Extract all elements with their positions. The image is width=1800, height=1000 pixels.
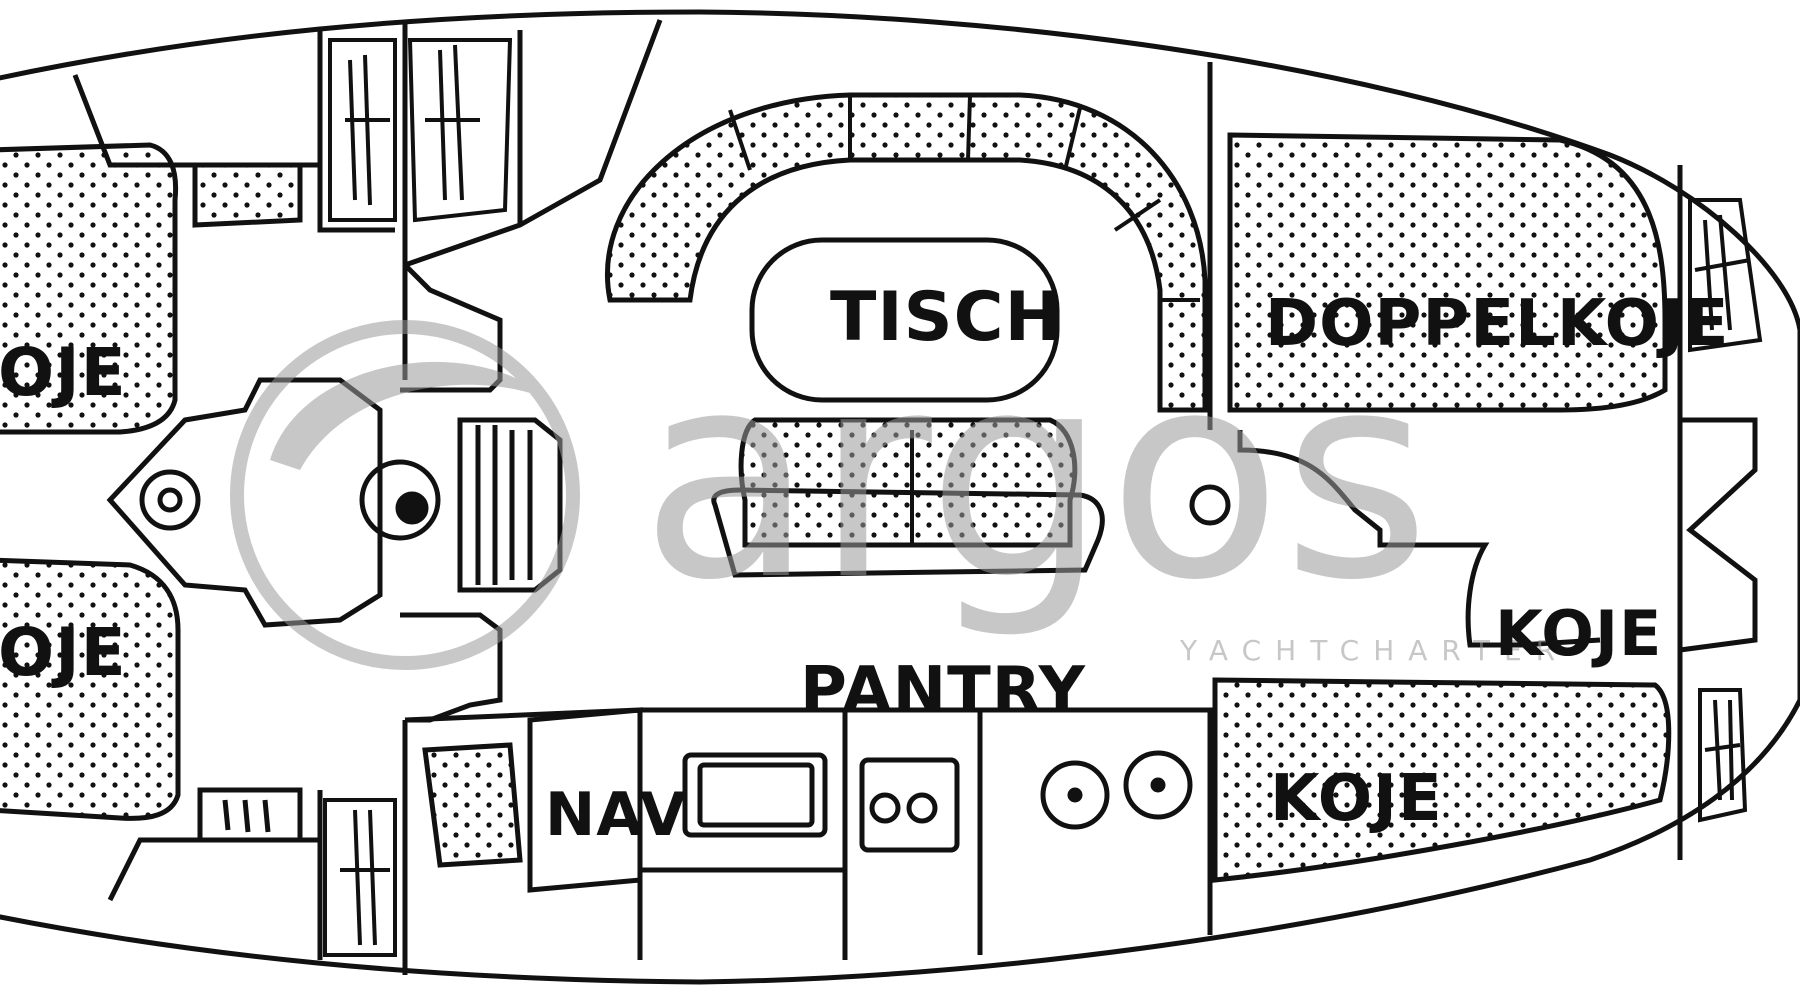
table-pivot-icon — [1189, 484, 1231, 526]
stove-burner-left — [1040, 760, 1110, 830]
mast-step-frame — [106, 377, 383, 628]
galley-counter — [404, 707, 1213, 960]
galley-drainer — [859, 757, 960, 853]
watermark: argos YACHTCHARTER — [230, 311, 1569, 670]
forward-locker-bottom — [197, 787, 303, 843]
forward-locker-top — [192, 162, 303, 228]
nav-desk — [527, 707, 643, 893]
watermark-brand: argos — [640, 311, 1431, 643]
aft-lower-berth — [1212, 677, 1672, 883]
hanging-locker-icons — [323, 38, 1763, 957]
label-doppelkoje: DOPPELKOJE — [1265, 287, 1730, 361]
mast-step-icon — [139, 469, 201, 531]
label-tisch: TISCH — [830, 278, 1062, 357]
galley-sink — [682, 752, 828, 838]
forward-lower-berth — [0, 557, 181, 821]
label-koje-forward-lower: OJE — [0, 614, 127, 691]
label-koje-aft-mid: KOJE — [1495, 597, 1662, 670]
watermark-logo-icon — [230, 320, 580, 670]
nav-seat — [422, 742, 523, 868]
small-settee — [738, 417, 1078, 548]
label-koje-aft-lower: KOJE — [1270, 762, 1443, 836]
stove-burner-right — [1123, 750, 1193, 820]
label-nav: NAV — [545, 780, 687, 850]
double-berth — [1227, 132, 1668, 413]
label-pantry: PANTRY — [800, 654, 1086, 728]
hull-outline — [0, 9, 1800, 985]
label-koje-forward-upper: OJE — [0, 334, 127, 411]
mast-icon — [359, 459, 441, 541]
u-settee — [605, 92, 1208, 413]
forward-upper-berth — [0, 142, 179, 435]
saloon-table — [749, 237, 1060, 403]
small-settee-front — [711, 487, 1105, 578]
watermark-tagline: YACHTCHARTER — [1179, 634, 1569, 667]
